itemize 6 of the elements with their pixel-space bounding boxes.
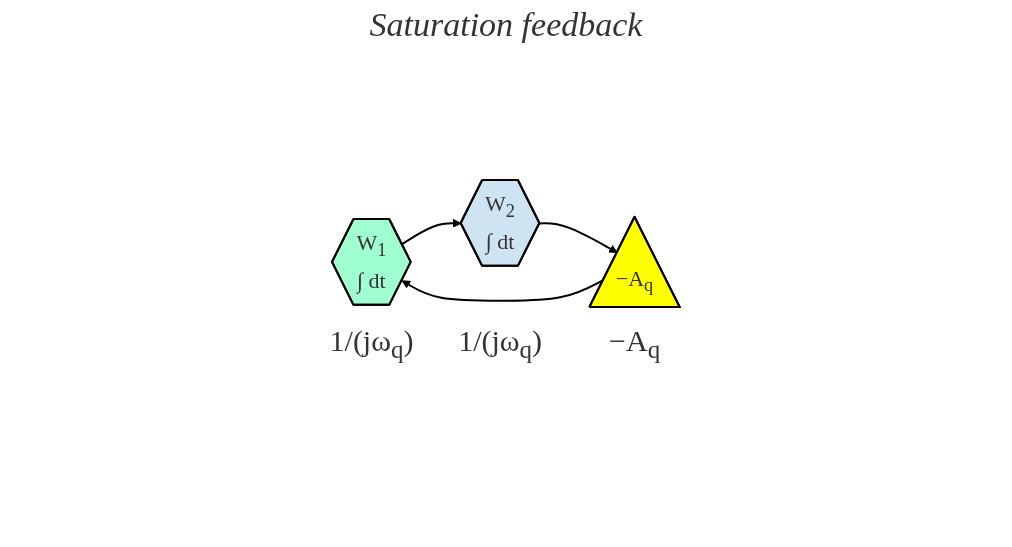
arrow xyxy=(539,222,618,254)
transfer-function-label: −A$_{q}$ xyxy=(609,323,661,364)
transfer-function-label: 1/(jω$_{q}$) xyxy=(329,323,414,364)
arrow xyxy=(401,219,462,246)
diagram-title: Saturation feedback xyxy=(368,6,644,44)
transfer-function-label: 1/(jω$_{q}$) xyxy=(458,323,543,364)
